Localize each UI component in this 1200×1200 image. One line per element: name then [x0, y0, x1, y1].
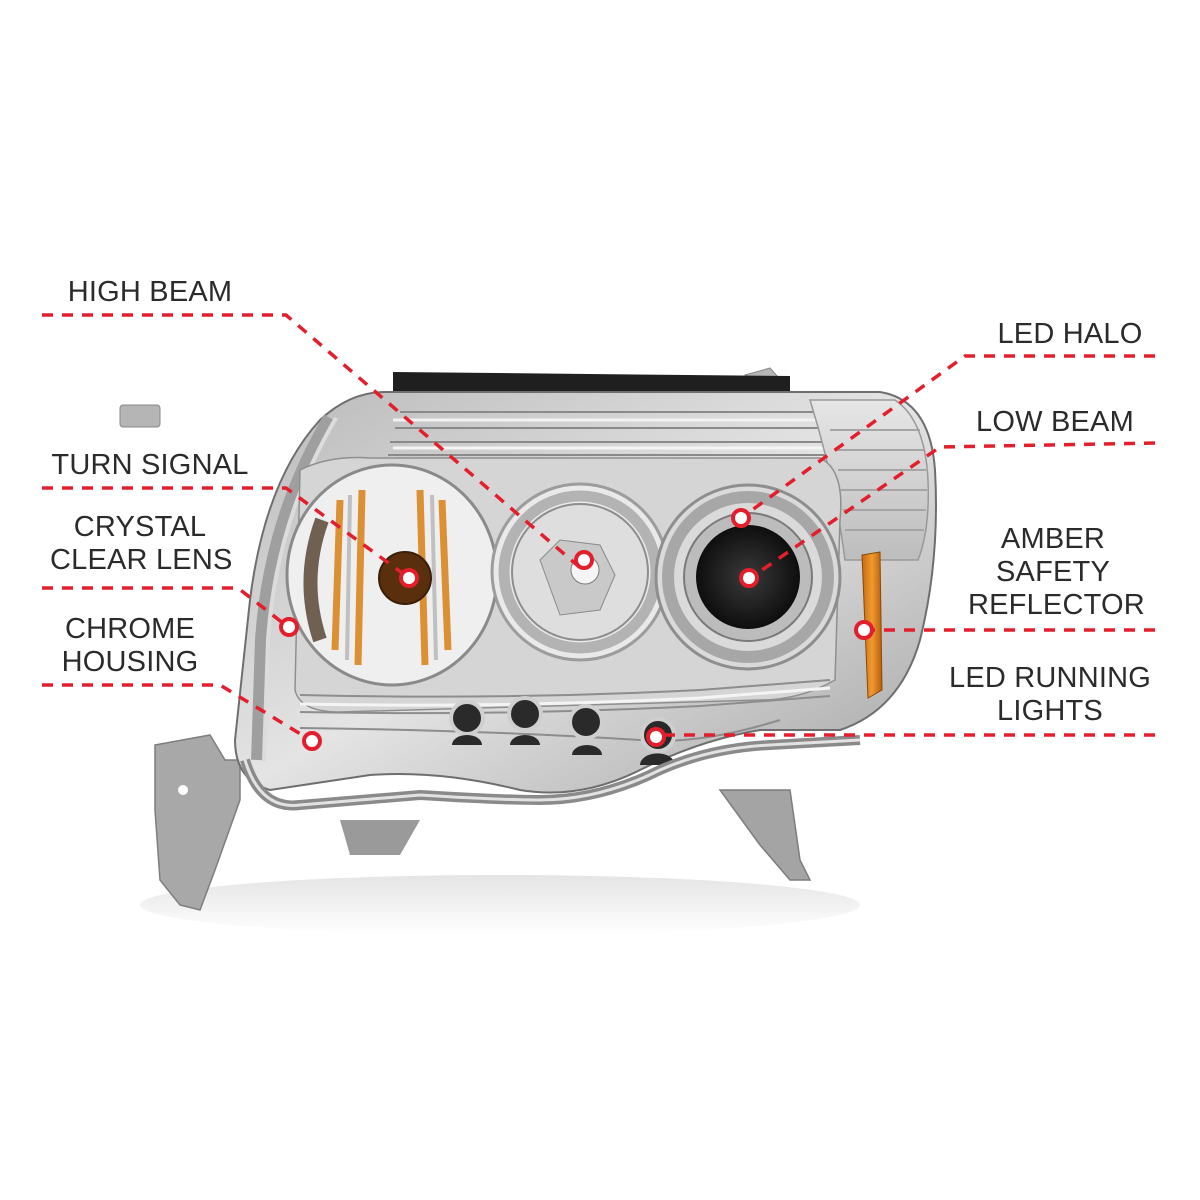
- label-amber-safety-reflector: AMBER SAFETY REFLECTOR: [968, 523, 1145, 621]
- label-led-running-lights: LED RUNNING LIGHTS: [949, 662, 1151, 727]
- label-chrome-housing: CHROME HOUSING: [61, 613, 199, 678]
- chrome-housing-leader-line: [42, 683, 313, 743]
- amber-safety-reflector-marker-icon: [854, 620, 874, 640]
- low-beam-leader-line: [748, 441, 1156, 581]
- label-crystal-clear-lens: CRYSTAL CLEAR LENS: [50, 511, 233, 576]
- high-beam-marker-icon: [574, 550, 594, 570]
- chrome-housing-marker-icon: [302, 731, 322, 751]
- label-turn-signal: TURN SIGNAL: [51, 449, 249, 481]
- label-low-beam: LOW BEAM: [976, 406, 1134, 438]
- high-beam-leader-line: [42, 313, 586, 573]
- led-halo-marker-icon: [731, 508, 751, 528]
- turn-signal-marker-icon: [399, 568, 419, 588]
- led-halo-leader-line: [739, 354, 1155, 520]
- label-high-beam: HIGH BEAM: [67, 276, 233, 308]
- turn-signal-leader-line: [42, 486, 411, 580]
- low-beam-marker-icon: [739, 568, 759, 588]
- led-running-lights-marker-icon: [646, 727, 666, 747]
- crystal-clear-lens-leader-line: [42, 586, 290, 629]
- crystal-clear-lens-marker-icon: [279, 617, 299, 637]
- label-led-halo: LED HALO: [997, 318, 1143, 350]
